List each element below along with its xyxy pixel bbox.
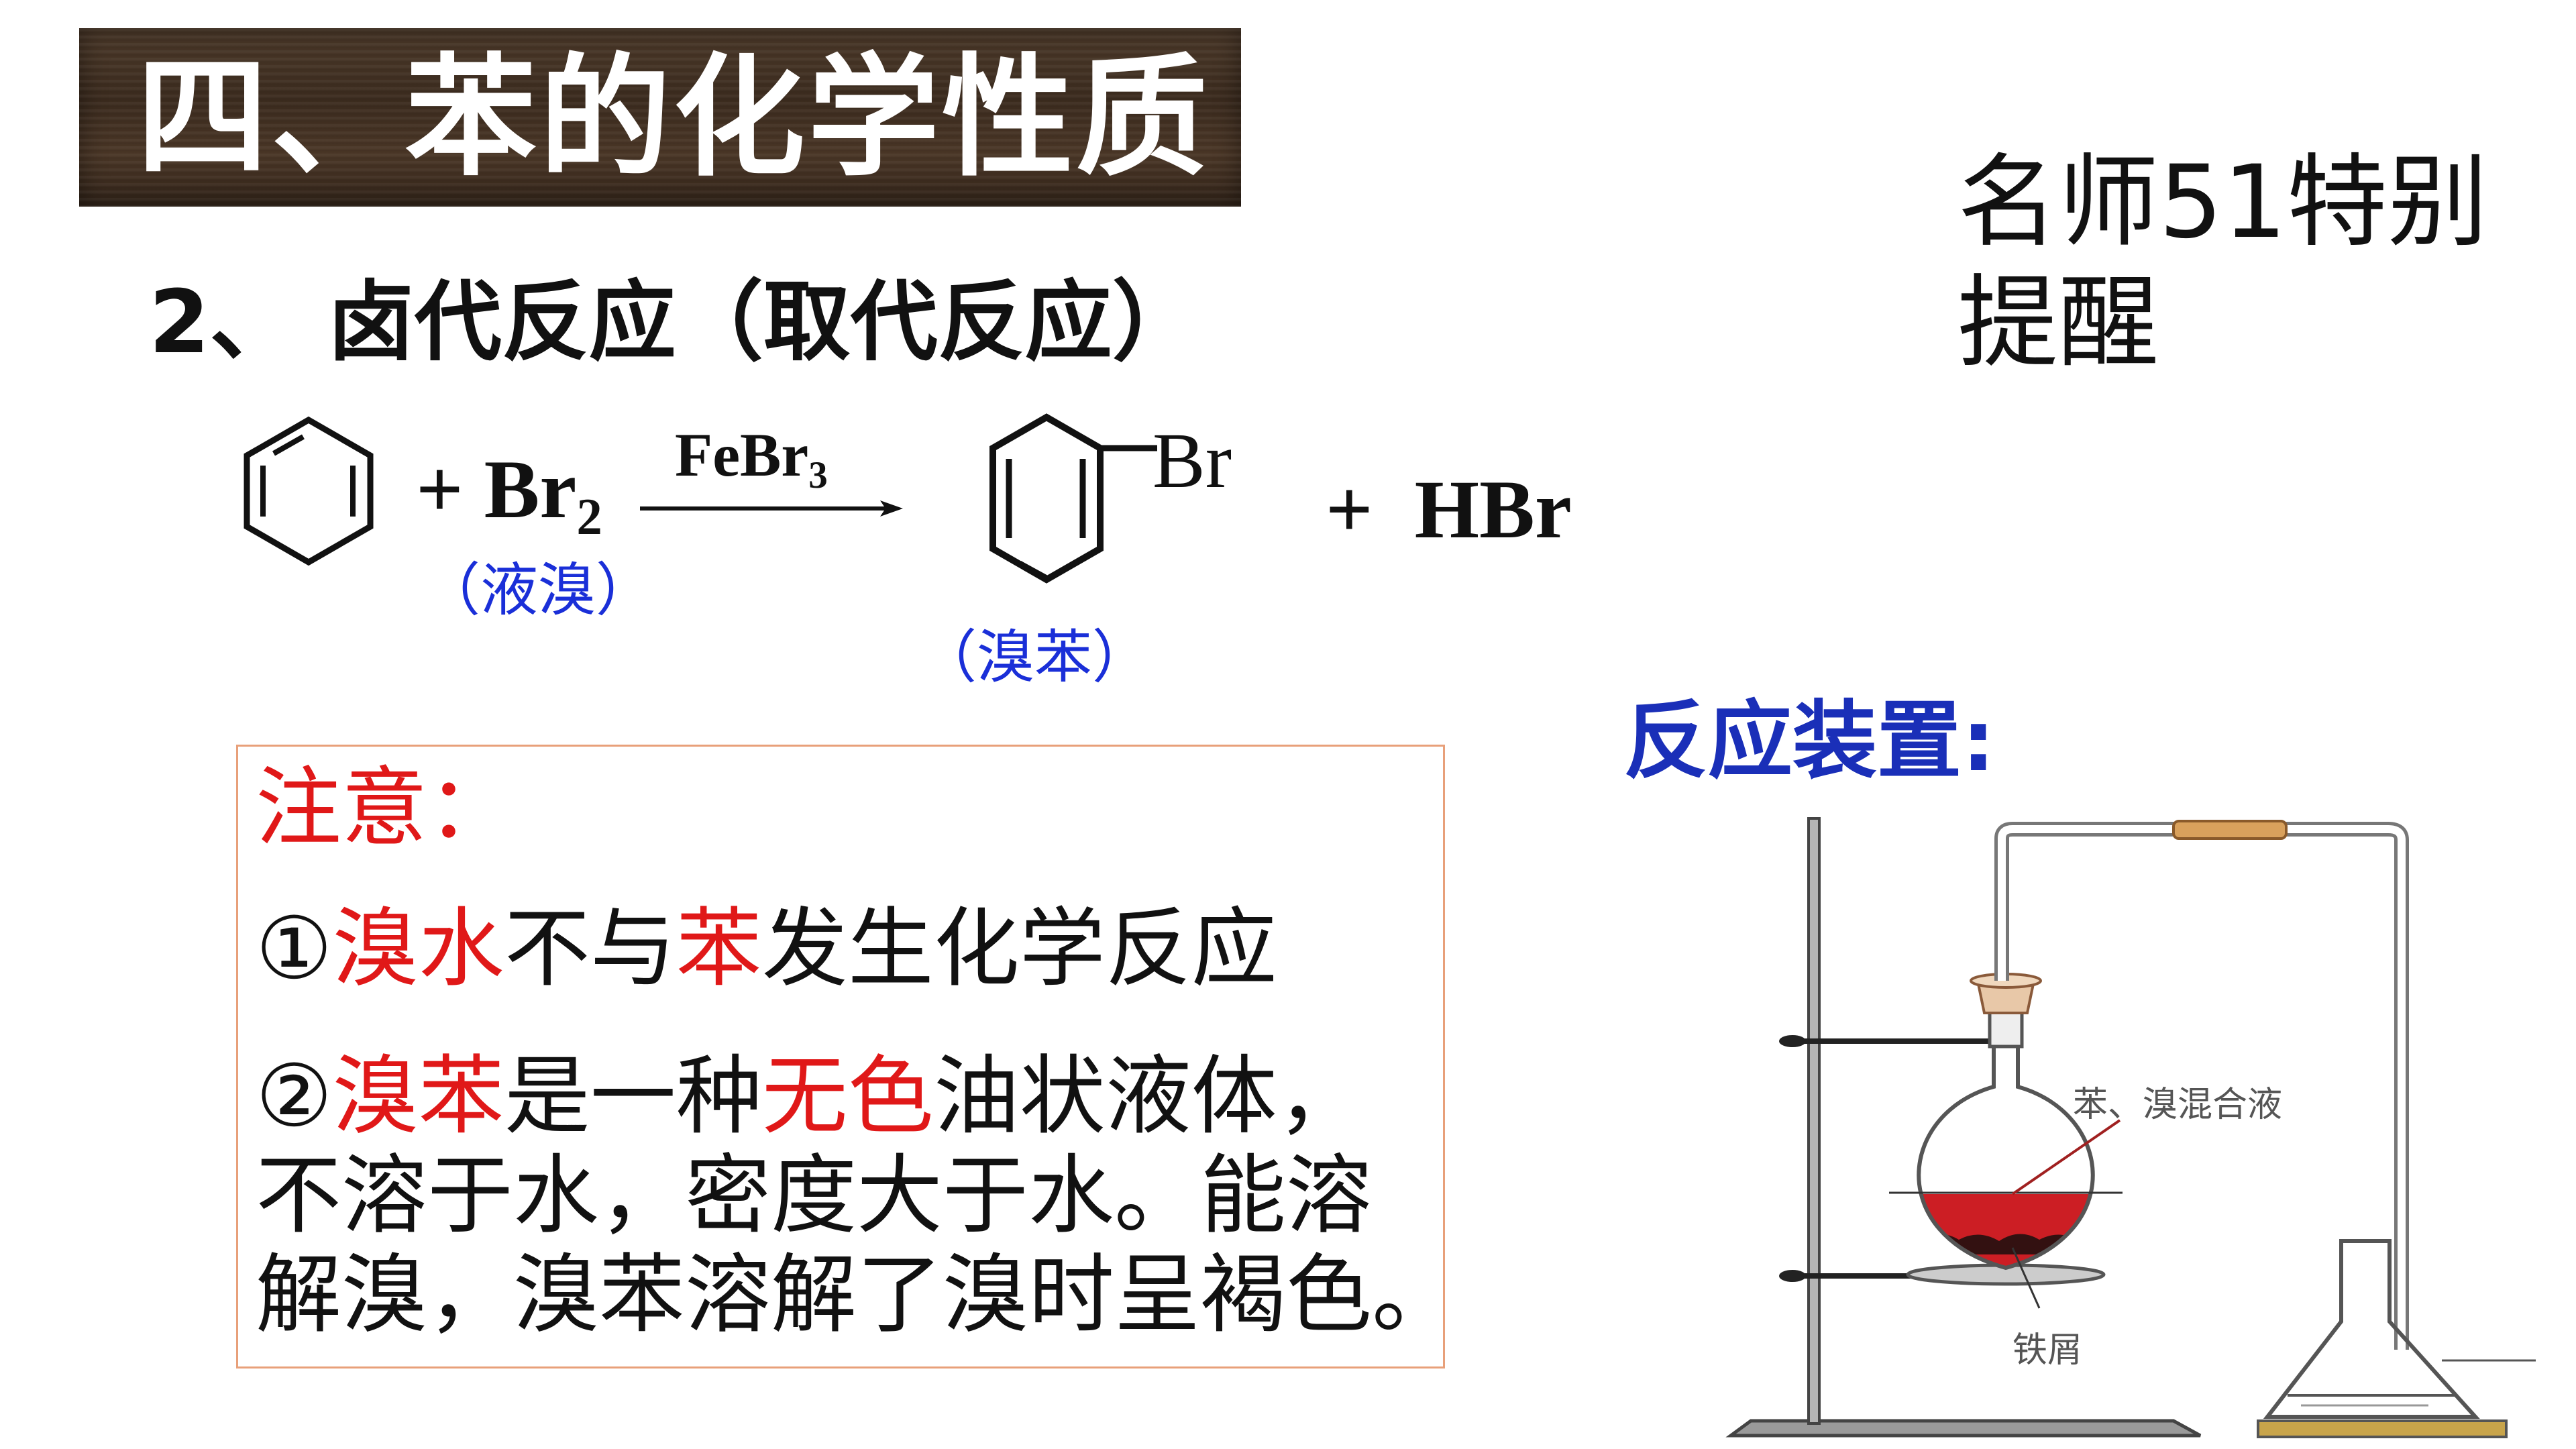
- note-item-1-bromine-water: 溴水: [332, 899, 504, 999]
- reactant-label: （液溴）: [423, 557, 653, 624]
- note-item-1-mid: 不与: [504, 899, 676, 999]
- note-item-1-benzene: 苯: [676, 899, 762, 999]
- iron-filings-label: 铁屑: [2012, 1330, 2083, 1371]
- notes-title: 注意：: [256, 758, 514, 858]
- apparatus-label: 反应装置:: [1623, 692, 1996, 790]
- conical-flask: [2263, 1239, 2480, 1419]
- note-item-2-line2: 不溶于水，密度大于水。能溶: [256, 1146, 1373, 1246]
- note-item-2-suffix: 油状液体，: [933, 1046, 1363, 1146]
- bromine-formula: Br: [484, 443, 577, 535]
- note-item-2-bromobenzene: 溴苯: [332, 1046, 504, 1146]
- bromobenzene-ring: [989, 413, 1157, 584]
- note-item-2-line1: ②溴苯是一种无色油状液体，: [256, 1047, 1363, 1146]
- side-note-line2: 提醒: [1957, 265, 2159, 382]
- hbr-byproduct: + HBr: [1326, 464, 1572, 555]
- reactant-bromine: + Br2: [416, 443, 602, 547]
- bromine-substituent: Br: [1152, 417, 1232, 504]
- note-item-2-line3: 解溴，溴苯溶解了溴时呈褐色。: [256, 1245, 1458, 1345]
- note-item-2-mid: 是一种: [504, 1046, 762, 1146]
- title-banner: 四、苯的化学性质: [79, 28, 1241, 207]
- wood-texture: [79, 28, 1241, 207]
- catalyst-subscript: 3: [808, 454, 828, 497]
- note-item-1-prefix: ①: [256, 899, 333, 999]
- catalyst-text: FeBr: [675, 421, 809, 489]
- section-subheading: 2、 卤代反应（取代反应）: [149, 271, 1199, 373]
- note-item-2-colorless: 无色: [761, 1046, 934, 1146]
- bromine-subscript: 2: [576, 488, 602, 545]
- side-note: 名师51特别 提醒: [1957, 142, 2508, 384]
- stand-rod: [1807, 817, 1821, 1425]
- benzene-ring-reactant: [244, 416, 374, 566]
- stand-base: [1725, 1419, 2202, 1438]
- notes-box: 注意： ①溴水不与苯发生化学反应 ②溴苯是一种无色油状液体， 不溶于水，密度大于…: [236, 745, 1458, 1368]
- round-flask: [1917, 1040, 2095, 1271]
- note-item-2-prefix: ②: [256, 1046, 333, 1146]
- page-title: 四、苯的化学性质: [137, 42, 1211, 195]
- reaction-apparatus: [1725, 817, 2536, 1438]
- rubber-connector: [2172, 820, 2288, 840]
- product-label: （溴苯）: [919, 624, 1150, 691]
- note-item-1-suffix: 发生化学反应: [761, 899, 1277, 999]
- reaction-arrow: [640, 500, 903, 517]
- iron-pointer: [2011, 1247, 2041, 1309]
- plus-sign: +: [416, 443, 464, 535]
- note-item-1: ①溴水不与苯发生化学反应: [256, 900, 1277, 999]
- side-note-line1: 名师51特别: [1957, 144, 2488, 261]
- mixture-pointer: [2011, 1119, 2121, 1195]
- mixture-label: 苯、溴混合液: [2073, 1085, 2283, 1125]
- catalyst-formula: FeBr3: [675, 421, 828, 497]
- flask-support: [2257, 1419, 2508, 1438]
